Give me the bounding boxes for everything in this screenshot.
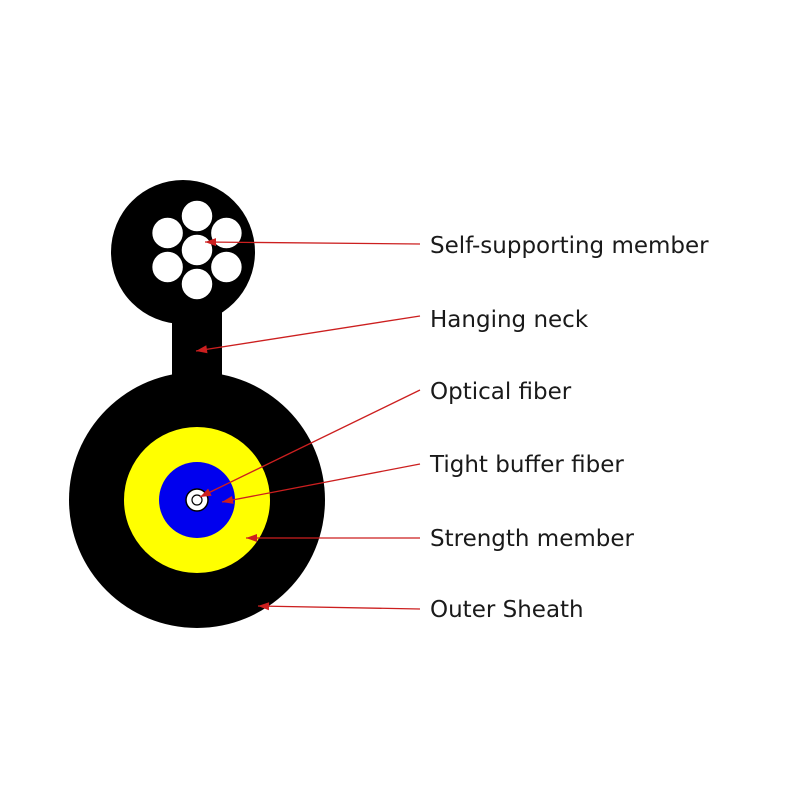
center-wire — [180, 233, 214, 267]
label-tight-buffer-fiber: Tight buffer fiber — [429, 452, 624, 478]
arrowhead-strength-member — [246, 534, 257, 542]
arrowhead-outer-sheath — [258, 602, 270, 611]
label-strength-member: Strength member — [430, 526, 635, 552]
optical-fiber-inner — [191, 494, 203, 506]
outer-wire — [180, 267, 214, 301]
callouts — [195, 238, 421, 611]
leader-self-supporting-member — [204, 241, 421, 245]
outer-wire — [180, 199, 214, 233]
outer-wire — [209, 216, 244, 250]
leader-optical-fiber — [199, 389, 421, 498]
label-hanging-neck: Hanging neck — [430, 307, 589, 333]
outer-wire — [150, 216, 185, 250]
arrowhead-hanging-neck — [196, 345, 208, 354]
label-self-supporting-member: Self-supporting member — [430, 233, 709, 259]
leader-hanging-neck — [195, 315, 421, 352]
arrowhead-tight-buffer-fiber — [222, 496, 234, 504]
outer-wire — [209, 250, 244, 284]
outer-wire — [150, 250, 185, 284]
label-optical-fiber: Optical fiber — [430, 379, 572, 405]
label-outer-sheath: Outer Sheath — [430, 597, 584, 623]
arrowhead-optical-fiber — [200, 488, 212, 497]
leader-outer-sheath — [257, 605, 421, 610]
arrowhead-self-supporting-member — [205, 238, 216, 247]
leader-tight-buffer-fiber — [221, 463, 421, 503]
